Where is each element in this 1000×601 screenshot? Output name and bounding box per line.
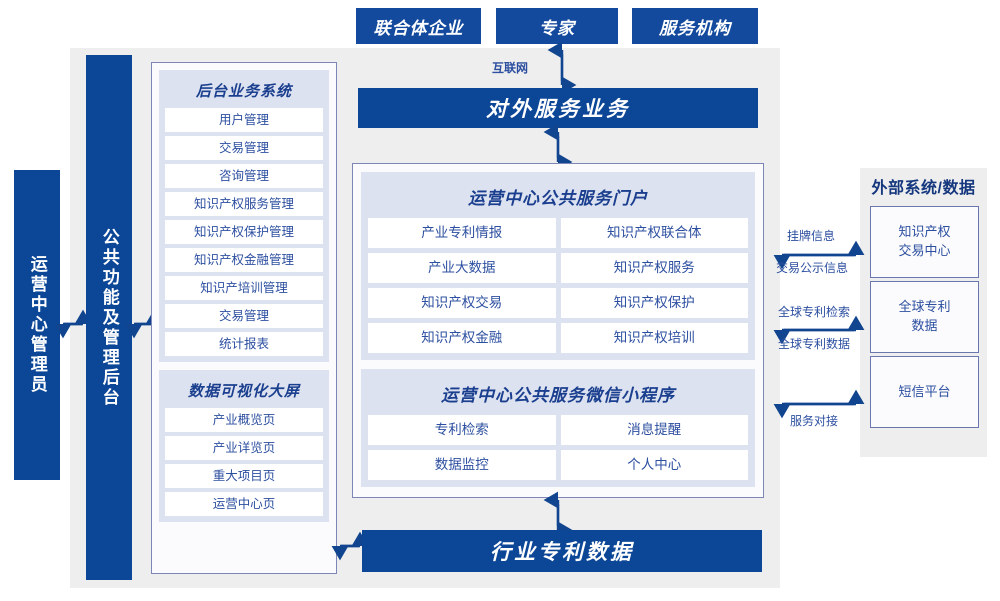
public-function-backend-label: 公共功能及管理后台	[99, 227, 119, 408]
external-systems-panel: 外部系统/数据 知识产权 交易中心 全球专利 数据 短信平台	[860, 168, 987, 457]
external-system-label: 短信平台	[898, 383, 951, 399]
visualization-title: 数据可视化大屏	[187, 383, 300, 400]
miniprogram-title: 运营中心公共服务微信小程序	[441, 386, 675, 405]
portal-group: 运营中心公共服务门户 产业专利情报 知识产权联合体 产业大数据 知识产权服务 知…	[361, 172, 755, 360]
external-arrow-label-global-patent-search: 全球专利检索	[778, 305, 851, 319]
portal-item[interactable]: 知识产权培训	[560, 323, 748, 353]
external-system-box-global-patent-data[interactable]: 全球专利 数据	[870, 281, 979, 353]
external-system-label: 全球专利 数据	[898, 299, 951, 333]
admin-to-backend-arrow	[54, 309, 92, 339]
miniprogram-group: 运营中心公共服务微信小程序 专利检索 消息提醒 数据监控 个人中心	[361, 369, 755, 487]
portal-item[interactable]: 知识产权交易	[368, 288, 556, 318]
visualization-item[interactable]: 产业概览页	[165, 408, 323, 432]
service-platform-panel: 运营中心公共服务门户 产业专利情报 知识产权联合体 产业大数据 知识产权服务 知…	[352, 163, 764, 498]
backend-item[interactable]: 咨询管理	[165, 164, 323, 188]
portal-item[interactable]: 产业大数据	[368, 253, 556, 283]
external-system-box-ip-trading-center[interactable]: 知识产权 交易中心	[870, 206, 979, 278]
external-arrow-label-trade-public-info: 交易公示信息	[776, 261, 849, 275]
portal-title: 运营中心公共服务门户	[468, 189, 648, 208]
miniprogram-item[interactable]: 专利检索	[368, 415, 556, 445]
portal-item[interactable]: 知识产权保护	[560, 288, 748, 318]
industry-patent-data-bar[interactable]: 行业专利数据	[362, 530, 762, 572]
backend-system-title: 后台业务系统	[195, 83, 292, 100]
external-arrow-label-service-docking: 服务对接	[790, 414, 839, 428]
portal-item[interactable]: 产业专利情报	[368, 218, 556, 248]
operator-admin-bar[interactable]: 运营中心管理员	[14, 170, 60, 480]
miniprogram-item[interactable]: 个人中心	[560, 450, 748, 480]
backend-item[interactable]: 交易管理	[165, 136, 323, 160]
portal-to-industry-data-arrow	[543, 491, 573, 539]
external-arrow-ip-trading	[773, 240, 865, 270]
actor-box-expert[interactable]: 专家	[496, 8, 618, 44]
public-function-backend-bar[interactable]: 公共功能及管理后台	[86, 55, 132, 580]
visualization-group: 数据可视化大屏 产业概览页 产业详览页 重大项目页 运营中心页	[159, 370, 329, 522]
backend-item[interactable]: 用户管理	[165, 108, 323, 132]
visualization-to-industry-data-arrow	[331, 531, 369, 561]
external-service-bar-label: 对外服务业务	[486, 98, 630, 121]
portal-item[interactable]: 知识产权联合体	[560, 218, 748, 248]
backend-subsystem-panel: 后台业务系统 用户管理 交易管理 咨询管理 知识产权服务管理 知识产权保护管理 …	[151, 62, 337, 574]
visualization-item[interactable]: 产业详览页	[165, 436, 323, 460]
miniprogram-item[interactable]: 数据监控	[368, 450, 556, 480]
service-to-portal-arrow	[543, 123, 573, 171]
external-systems-title: 外部系统/数据	[871, 180, 976, 197]
external-system-label: 知识产权 交易中心	[898, 224, 951, 258]
miniprogram-grid: 专利检索 消息提醒 数据监控 个人中心	[368, 415, 748, 480]
actor-box-consortium[interactable]: 联合体企业	[356, 8, 481, 44]
external-arrow-global-patent	[773, 315, 865, 345]
internet-arrow	[547, 41, 577, 94]
external-service-bar[interactable]: 对外服务业务	[358, 88, 758, 128]
external-arrow-label-listing-info: 挂牌信息	[787, 229, 836, 243]
external-arrow-label-global-patent-data: 全球专利数据	[778, 337, 851, 351]
operator-admin-label: 运营中心管理员	[27, 255, 47, 395]
backend-system-group: 后台业务系统 用户管理 交易管理 咨询管理 知识产权服务管理 知识产权保护管理 …	[159, 70, 329, 362]
miniprogram-item[interactable]: 消息提醒	[560, 415, 748, 445]
portal-item[interactable]: 知识产权金融	[368, 323, 556, 353]
internet-label: 互联网	[492, 61, 529, 75]
visualization-item[interactable]: 运营中心页	[165, 492, 323, 516]
actor-label: 专家	[539, 18, 575, 38]
backend-item[interactable]: 交易管理	[165, 304, 323, 328]
actor-label: 服务机构	[659, 18, 731, 38]
external-arrow-sms-platform	[773, 389, 865, 419]
visualization-item[interactable]: 重大项目页	[165, 464, 323, 488]
backend-item[interactable]: 统计报表	[165, 332, 323, 356]
backend-item[interactable]: 知识产培训管理	[165, 276, 323, 300]
portal-grid: 产业专利情报 知识产权联合体 产业大数据 知识产权服务 知识产权交易 知识产权保…	[368, 218, 748, 353]
backend-item[interactable]: 知识产权金融管理	[165, 248, 323, 272]
portal-item[interactable]: 知识产权服务	[560, 253, 748, 283]
industry-patent-data-label: 行业专利数据	[490, 541, 634, 564]
backend-item[interactable]: 知识产权服务管理	[165, 192, 323, 216]
external-system-box-sms-platform[interactable]: 短信平台	[870, 356, 979, 428]
actor-label: 联合体企业	[373, 18, 464, 38]
backend-to-systems-arrow	[125, 309, 163, 339]
actor-box-service-org[interactable]: 服务机构	[632, 8, 758, 44]
backend-item[interactable]: 知识产权保护管理	[165, 220, 323, 244]
